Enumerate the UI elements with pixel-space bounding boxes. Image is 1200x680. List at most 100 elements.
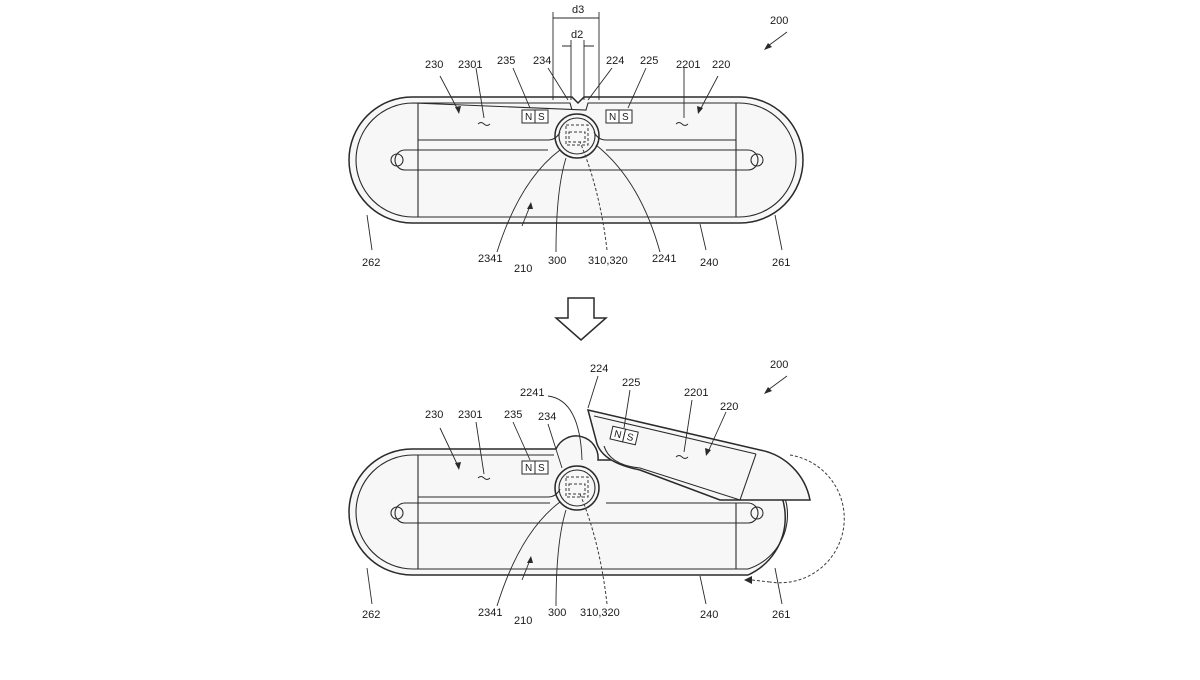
top-magnet-right-n: N <box>609 112 616 123</box>
top-label-210: 210 <box>514 263 532 275</box>
top-leader-234 <box>547 67 569 101</box>
bottom-leader-2341 <box>496 501 561 607</box>
bottom-hinge-outer <box>554 465 600 511</box>
top-magnet-right-s: S <box>622 112 629 123</box>
bottom-leader-300 <box>555 509 567 607</box>
top-figure: 200 N S N S <box>348 4 804 275</box>
top-leader-310 <box>579 141 608 251</box>
top-left-pin <box>390 153 404 167</box>
bottom-label-210: 210 <box>514 615 532 627</box>
bottom-left-pin <box>390 506 404 520</box>
top-label-2241: 2241 <box>652 253 676 265</box>
bottom-rotation-arrowhead <box>744 576 752 584</box>
bottom-figure-ref-label: 200 <box>770 359 788 371</box>
bottom-figure-ref-arrowhead <box>764 387 772 394</box>
bottom-label-310: 310,320 <box>580 607 620 619</box>
top-label-2201: 2201 <box>676 59 700 71</box>
top-magnet-left: N S <box>521 109 549 124</box>
bottom-leader-234 <box>547 423 563 469</box>
top-label-224: 224 <box>606 55 624 67</box>
bottom-leader-2201 <box>683 399 693 453</box>
top-marker-2301 <box>477 122 491 126</box>
bottom-leader-2241 <box>547 395 583 461</box>
top-label-261: 261 <box>772 257 790 269</box>
bottom-label-220: 220 <box>720 401 738 413</box>
top-leader-235 <box>512 67 531 109</box>
bottom-leader-225 <box>623 389 631 429</box>
bottom-right-pin <box>750 506 764 520</box>
top-leader-2341 <box>496 149 561 253</box>
bottom-leader-224 <box>587 375 599 409</box>
bottom-leader-261 <box>774 567 783 605</box>
bottom-label-2341: 2341 <box>478 607 502 619</box>
bottom-arrow-210 <box>521 559 531 581</box>
bottom-leader-310 <box>579 493 608 605</box>
bottom-slot <box>394 502 759 524</box>
top-leader-2301 <box>475 67 485 119</box>
bottom-label-262: 262 <box>362 609 380 621</box>
top-arrowhead-220 <box>697 106 703 114</box>
top-label-234: 234 <box>533 55 551 67</box>
top-label-225: 225 <box>640 55 658 67</box>
bottom-arrow-220 <box>707 411 727 453</box>
bottom-label-234: 234 <box>538 411 556 423</box>
bottom-hinge-module <box>565 476 589 498</box>
top-arrow-220 <box>699 75 719 111</box>
bottom-magnet-left-n: N <box>525 463 532 474</box>
top-arrow-230 <box>439 75 459 111</box>
top-magnet-left-n: N <box>525 112 532 123</box>
bottom-figure: 200 N S N S <box>348 359 845 627</box>
bottom-arrow-230 <box>439 427 459 467</box>
bottom-arrowhead-220 <box>705 448 711 456</box>
bottom-leader-262 <box>366 567 373 605</box>
bottom-marker-2201 <box>675 455 689 459</box>
bottom-arrowhead-210 <box>527 556 533 563</box>
top-figure-ref-label: 200 <box>770 15 788 27</box>
top-device-shell-inner <box>355 102 797 218</box>
top-leader-262 <box>366 214 373 251</box>
bottom-marker-2301 <box>477 476 491 480</box>
bottom-magnet-right-s: S <box>626 432 635 444</box>
bottom-label-300: 300 <box>548 607 566 619</box>
bottom-rotated-panel <box>586 408 811 501</box>
bottom-leader-240 <box>699 575 707 605</box>
bottom-figure-ref-arrow <box>767 375 788 391</box>
top-slot <box>394 149 759 171</box>
top-dim-d2-label: d2 <box>571 29 583 41</box>
transition-down-arrow <box>554 297 608 341</box>
bottom-label-2241: 2241 <box>520 387 544 399</box>
top-label-2341: 2341 <box>478 253 502 265</box>
bottom-rotation-path <box>769 454 845 584</box>
bottom-rotation-tail <box>751 579 771 583</box>
top-leader-2241 <box>595 144 661 253</box>
bottom-label-2301: 2301 <box>458 409 482 421</box>
top-label-2301: 2301 <box>458 59 482 71</box>
top-label-235: 235 <box>497 55 515 67</box>
bottom-hinge-module-inner <box>568 483 586 495</box>
bottom-leader-2301 <box>475 421 485 475</box>
top-hinge-module-inner <box>568 131 586 143</box>
top-label-300: 300 <box>548 255 566 267</box>
top-leader-261 <box>774 214 783 251</box>
top-device-shell <box>348 96 804 224</box>
top-hinge-outer <box>554 113 600 159</box>
bottom-label-225: 225 <box>622 377 640 389</box>
bottom-magnet-left: N S <box>521 460 549 475</box>
top-label-230: 230 <box>425 59 443 71</box>
bottom-magnet-right-n: N <box>613 429 623 441</box>
bottom-label-2201: 2201 <box>684 387 708 399</box>
top-magnet-left-s: S <box>538 112 545 123</box>
top-dim-d2 <box>562 40 594 100</box>
top-arrow-210 <box>521 205 531 227</box>
bottom-label-224: 224 <box>590 363 608 375</box>
top-dim-d3-label: d3 <box>572 4 584 16</box>
bottom-hinge-inner <box>558 469 596 507</box>
top-leader-240 <box>699 223 707 251</box>
top-marker-2201 <box>675 122 689 126</box>
top-magnet-right: N S <box>605 109 633 124</box>
top-right-pin <box>750 153 764 167</box>
top-leader-225 <box>627 67 647 109</box>
bottom-rotated-panel-inner <box>593 415 757 501</box>
